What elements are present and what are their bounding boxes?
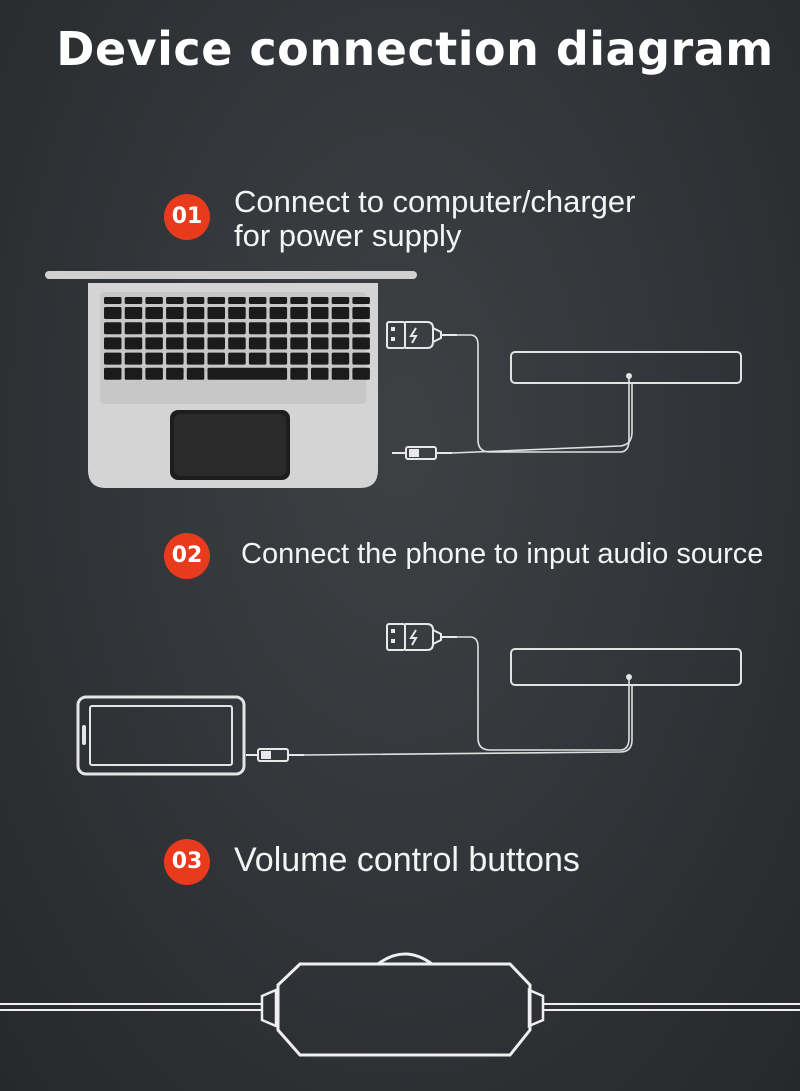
keyboard-key xyxy=(311,297,329,304)
keyboard-key xyxy=(186,307,205,319)
keyboard-key xyxy=(269,297,288,304)
keyboard-key xyxy=(104,352,122,365)
keyboard-key xyxy=(290,367,308,380)
keyboard-key xyxy=(166,297,184,304)
keyboard-key xyxy=(290,352,308,365)
keyboard-key xyxy=(166,337,184,350)
keyboard-key xyxy=(104,337,122,350)
keyboard-key xyxy=(104,322,122,335)
keyboard-key xyxy=(186,322,205,335)
step-1-text: Connect to computer/charger for power su… xyxy=(234,185,636,253)
keyboard-key xyxy=(166,322,184,335)
keyboard-key xyxy=(248,337,267,350)
keyboard-key xyxy=(207,297,225,304)
keyboard-key xyxy=(290,337,308,350)
audio-jack-icon xyxy=(246,748,304,762)
keyboard-key xyxy=(290,307,308,319)
keyboard-key xyxy=(186,367,205,380)
keyboard-key xyxy=(269,337,288,350)
keyboard-key xyxy=(228,307,246,319)
step-3-badge: 03 xyxy=(164,839,210,885)
phone-icon xyxy=(76,695,246,776)
keyboard-key xyxy=(124,322,143,335)
keyboard-key xyxy=(104,297,122,304)
audio-jack-icon xyxy=(392,446,452,460)
keyboard-key xyxy=(104,307,122,319)
keyboard-key xyxy=(228,322,246,335)
step-2-text: Connect the phone to input audio source xyxy=(241,537,763,571)
keyboard-key xyxy=(145,297,163,304)
keyboard-key xyxy=(248,322,267,335)
keyboard-key xyxy=(352,337,370,350)
step-3-text: Volume control buttons xyxy=(234,840,580,880)
keyboard-key xyxy=(352,297,370,304)
keyboard-key xyxy=(166,352,184,365)
keyboard-key xyxy=(207,322,225,335)
keyboard-key xyxy=(269,322,288,335)
keyboard-key xyxy=(186,337,205,350)
keyboard-key xyxy=(145,322,163,335)
keyboard-key xyxy=(290,322,308,335)
keyboard-key xyxy=(207,352,225,365)
step-2-badge: 02 xyxy=(164,533,210,579)
keyboard-key xyxy=(352,322,370,335)
volume-controller-icon xyxy=(0,952,800,1057)
keyboard-key xyxy=(331,307,350,319)
soundbar-icon xyxy=(510,648,742,686)
keyboard-key xyxy=(331,352,350,365)
keyboard-key xyxy=(124,337,143,350)
keyboard-key xyxy=(248,352,267,365)
keyboard-key xyxy=(269,352,288,365)
keyboard-key xyxy=(228,352,246,365)
keyboard-key xyxy=(124,352,143,365)
keyboard-key xyxy=(228,337,246,350)
keyboard-key xyxy=(352,307,370,319)
keyboard-key xyxy=(311,322,329,335)
soundbar-icon xyxy=(510,351,742,384)
keyboard-key xyxy=(124,307,143,319)
keyboard-key xyxy=(166,307,184,319)
keyboard-key xyxy=(124,367,143,380)
keyboard-key xyxy=(331,297,350,304)
keyboard-key xyxy=(311,352,329,365)
step-2-line-1: Connect the phone to input audio source xyxy=(241,538,764,570)
keyboard-keys xyxy=(104,297,370,380)
step-1-badge: 01 xyxy=(164,194,210,240)
cable-lines-step-2 xyxy=(303,636,633,756)
keyboard-key xyxy=(145,352,163,365)
keyboard-key xyxy=(207,367,288,380)
keyboard-key xyxy=(331,337,350,350)
laptop-icon xyxy=(45,271,417,488)
keyboard-key xyxy=(228,297,246,304)
keyboard-key xyxy=(145,367,163,380)
step-1-line-2: for power supply xyxy=(234,218,462,253)
keyboard-key xyxy=(290,297,308,304)
keyboard-key xyxy=(207,337,225,350)
keyboard-key xyxy=(248,297,267,304)
keyboard-key xyxy=(207,307,225,319)
keyboard-key xyxy=(145,337,163,350)
step-3-line-1: Volume control buttons xyxy=(234,841,580,879)
page-title: Device connection diagram xyxy=(56,22,774,76)
cable-lines-step-1 xyxy=(451,334,633,454)
keyboard-key xyxy=(269,307,288,319)
keyboard-key xyxy=(248,307,267,319)
keyboard-key xyxy=(166,367,184,380)
keyboard-key xyxy=(104,367,122,380)
step-1-line-1: Connect to computer/charger xyxy=(234,184,636,219)
keyboard-key xyxy=(311,337,329,350)
keyboard-key xyxy=(352,367,370,380)
keyboard-key xyxy=(311,367,329,380)
keyboard-key xyxy=(311,307,329,319)
keyboard-key xyxy=(331,322,350,335)
keyboard-key xyxy=(186,352,205,365)
usb-plug-icon xyxy=(386,623,457,651)
keyboard-key xyxy=(352,352,370,365)
keyboard-key xyxy=(331,367,350,380)
usb-plug-icon xyxy=(386,321,457,349)
keyboard-key xyxy=(124,297,143,304)
keyboard-key xyxy=(186,297,205,304)
keyboard-key xyxy=(145,307,163,319)
